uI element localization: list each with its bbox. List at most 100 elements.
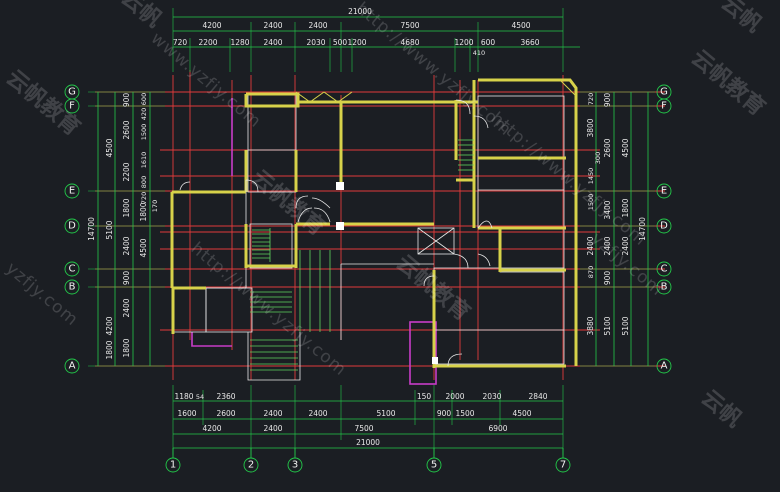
watermarks: www.yzfjy.com http://www.yzfjy.com http:… <box>1 0 770 433</box>
window-marks <box>295 79 577 103</box>
dim-bottom-r1: 2360 <box>216 392 235 401</box>
axis-x-1: 1 <box>170 460 176 471</box>
dim-top-extra: 410 <box>473 49 485 57</box>
dim-top-r2: 2400 <box>263 38 282 47</box>
axis-y-a-right: A <box>661 361 668 372</box>
stairs <box>250 139 474 371</box>
columns <box>336 182 438 364</box>
dim-bottom-r2: 2600 <box>216 409 235 418</box>
dim-left-mid: 1800 <box>122 198 131 217</box>
dim-top-r1: 4200 <box>202 21 221 30</box>
dim-bottom-r1: 54 <box>196 393 204 401</box>
dim-top-r2: 2030 <box>306 38 325 47</box>
dim-top-r2: 3660 <box>520 38 539 47</box>
dim-left-inner: 1800 <box>139 202 148 221</box>
dim-top-r2: 1280 <box>230 38 249 47</box>
dim-bottom-r2: 2400 <box>263 409 282 418</box>
dim-top-r2: 500 <box>333 38 348 47</box>
axis-bubbles <box>64 84 672 473</box>
dim-right-inner: 870 <box>587 266 595 278</box>
dim-left-inner: 170 <box>151 200 159 212</box>
axis-y-a-left: A <box>69 361 76 372</box>
axis-y-d-right: D <box>660 221 668 232</box>
dim-bottom-r2: 1500 <box>455 409 474 418</box>
dim-top-r2: 600 <box>481 38 496 47</box>
dim-right-inner: 1450 <box>587 168 595 185</box>
axis-x-3: 3 <box>292 460 298 471</box>
axis-y-b-right: B <box>661 282 668 293</box>
dim-left-inner: 4500 <box>139 238 148 257</box>
dim-right-outer: 2400 <box>621 236 630 255</box>
dim-left-mid: 2400 <box>122 236 131 255</box>
dims-top: 21000 4200 2400 2400 7500 4500 720 2200 … <box>173 7 540 57</box>
axis-y-e-right: E <box>661 186 667 197</box>
dim-top-r1: 2400 <box>308 21 327 30</box>
dim-top-r2: 1200 <box>347 38 366 47</box>
walls <box>170 78 578 368</box>
dim-right-inner: 3800 <box>586 118 595 137</box>
dim-left-outer: 4200 <box>105 316 114 335</box>
dim-right-inner: 3880 <box>586 316 595 335</box>
dim-bottom-r1: 2030 <box>482 392 501 401</box>
axis-y-g-right: G <box>660 87 668 98</box>
dim-left-mid: 1800 <box>122 338 131 357</box>
axis-y-c-left: C <box>69 264 76 275</box>
dim-bottom-r3: 2400 <box>263 424 282 433</box>
dim-left-mid: 900 <box>122 271 131 286</box>
dim-left-mid: 2400 <box>122 298 131 317</box>
dim-left-outer: 1800 <box>105 340 114 359</box>
dim-bottom-r3: 6900 <box>488 424 507 433</box>
dim-top-r2: 720 <box>173 38 188 47</box>
axis-x-2: 2 <box>248 460 254 471</box>
dim-right-inner: 300 <box>594 152 602 164</box>
watermark-brand: 云帆 <box>716 0 766 38</box>
dim-bottom-r1: 1180 <box>174 392 193 401</box>
dim-bottom-r2: 4500 <box>512 409 531 418</box>
axis-y-c-right: C <box>661 264 668 275</box>
watermark-brand: 云帆 <box>116 0 166 33</box>
dim-left-mid: 2200 <box>122 162 131 181</box>
axis-y-d-left: D <box>68 221 76 232</box>
dim-top-r1: 7500 <box>400 21 419 30</box>
axis-y-g-left: G <box>68 87 76 98</box>
watermark-url: http://www.yzfjy.com <box>187 239 351 381</box>
dim-right-inner: 720 <box>587 93 595 105</box>
dim-bottom-r1: 2000 <box>445 392 464 401</box>
dim-right-outer: 4500 <box>621 138 630 157</box>
dim-right-outer: 1800 <box>621 198 630 217</box>
watermark-brand: 云帆 <box>696 385 746 432</box>
dim-bottom-r2: 1600 <box>177 409 196 418</box>
axis-x-5: 5 <box>431 460 437 471</box>
dim-right-mid: 5100 <box>603 316 612 335</box>
dim-top-r2: 2200 <box>198 38 217 47</box>
dim-right-mid: 900 <box>603 93 612 108</box>
dim-right-mid: 2600 <box>603 138 612 157</box>
dim-left-total: 14700 <box>87 217 96 241</box>
dim-left-outer: 5100 <box>105 220 114 239</box>
axis-y-b-left: B <box>69 282 76 293</box>
watermark-brand: 云帆教育 <box>686 45 770 121</box>
axis-x-7: 7 <box>560 460 566 471</box>
dim-left-inner: 420 <box>140 108 148 120</box>
axis-y-f-right: F <box>661 101 667 112</box>
dim-right-inner: 1500 <box>587 194 595 211</box>
dim-top-r2: 4680 <box>400 38 419 47</box>
dims-left: 14700 4500 5100 4200 1800 900 2600 2200 … <box>87 93 159 360</box>
dim-top-total: 21000 <box>348 7 372 16</box>
dims-right: 720 3800 300 1450 1500 2400 870 3880 900… <box>586 93 647 336</box>
dim-bottom-r3: 4200 <box>202 424 221 433</box>
dim-left-inner: 1500 <box>140 124 148 141</box>
axis-y-f-left: F <box>69 101 75 112</box>
dim-left-outer: 4500 <box>105 138 114 157</box>
doors <box>179 99 493 367</box>
dim-bottom-total: 21000 <box>356 438 380 447</box>
dim-right-outer: 5100 <box>621 316 630 335</box>
dim-left-mid: 2600 <box>122 120 131 139</box>
dim-left-inner: 720 <box>140 192 148 204</box>
axis-y-e-left: E <box>69 186 75 197</box>
dim-right-mid: 2400 <box>603 236 612 255</box>
dim-left-inner: 1610 <box>140 152 148 169</box>
magenta-outlines <box>191 98 437 385</box>
